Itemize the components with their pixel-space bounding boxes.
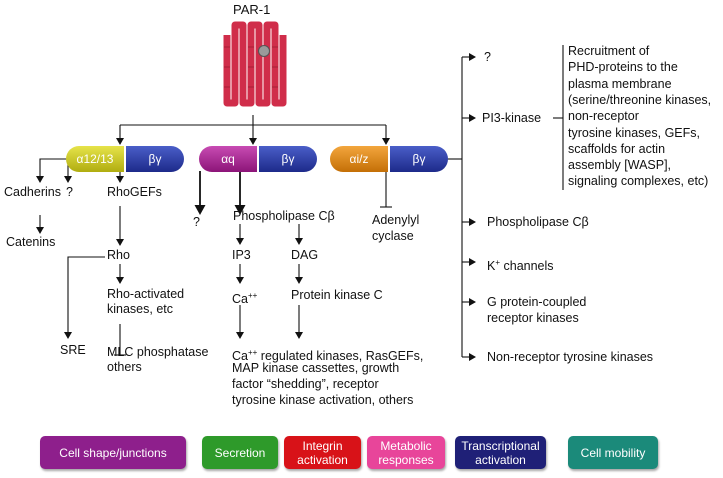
receptor-label: PAR-1 bbox=[233, 2, 271, 17]
sre-label: SRE bbox=[60, 343, 86, 357]
dag-label: DAG bbox=[291, 248, 319, 262]
g-alpha-q-pill: αq bbox=[199, 146, 257, 172]
protein-kinase-c-label: Protein kinase C bbox=[291, 288, 383, 302]
legend-cell-shape-junctions: Cell shape/junctions bbox=[40, 436, 186, 469]
unknown-target-label-3: ? bbox=[484, 50, 491, 64]
downstream-calcium-text: Ca bbox=[232, 349, 248, 364]
phd-description-line: scaffolds for actin bbox=[568, 141, 666, 156]
calcium-superscript: ++ bbox=[247, 291, 258, 300]
phd-description-line: non-receptor bbox=[568, 109, 639, 124]
phd-description-line: tyrosine kinases, GEFs, bbox=[568, 125, 700, 140]
potassium-channels-label: K+ channels bbox=[487, 255, 554, 274]
phd-description-line: assembly [WASP], bbox=[568, 158, 672, 173]
g-beta-gamma-pill-3: βγ bbox=[390, 146, 448, 172]
legend-integrin-activation: Integrin activation bbox=[284, 436, 361, 469]
legend-metabolic-responses: Metabolic responses bbox=[367, 436, 445, 469]
rho-kinases-line-1: Rho-activated bbox=[107, 287, 185, 301]
phd-description-line: signaling complexes, etc) bbox=[568, 174, 709, 189]
downstream-line-3: factor “shedding”, receptor bbox=[232, 377, 379, 391]
downstream-line-4: tyrosine kinase activation, others bbox=[232, 393, 414, 407]
potassium-text: K bbox=[487, 259, 496, 274]
downstream-line-2: MAP kinase cassettes, growth bbox=[232, 361, 400, 375]
ip3-label: IP3 bbox=[232, 248, 251, 262]
unknown-target-label-1: ? bbox=[66, 185, 73, 199]
legend-secretion: Secretion bbox=[202, 436, 278, 469]
phd-description-line: Recruitment of bbox=[568, 44, 650, 58]
gprk-line-2: receptor kinases bbox=[487, 311, 579, 325]
cadherins-label: Cadherins bbox=[4, 185, 61, 199]
legend-cell-mobility: Cell mobility bbox=[568, 436, 658, 469]
par1-receptor-icon bbox=[223, 21, 287, 107]
non-receptor-tyrosine-kinases-label: Non-receptor tyrosine kinases bbox=[487, 350, 654, 364]
adenylyl-cyclase-line-1: Adenylyl bbox=[372, 213, 420, 227]
phd-description-line: (serine/threonine kinases, bbox=[568, 92, 712, 107]
downstream-calcium-superscript: ++ bbox=[247, 348, 258, 357]
phospholipase-c-beta-label: Phospholipase Cβ bbox=[233, 209, 335, 223]
legend-transcriptional-activation: Transcriptional activation bbox=[455, 436, 546, 469]
calcium-text: Ca bbox=[232, 292, 248, 307]
mlc-phosphatase-label: MLC phosphatase bbox=[107, 345, 209, 359]
adenylyl-cyclase-line-2: cyclase bbox=[372, 229, 414, 243]
channels-text: channels bbox=[500, 259, 554, 274]
calcium-label: Ca++ bbox=[232, 288, 257, 307]
g-beta-gamma-pill-2: βγ bbox=[259, 146, 317, 172]
rho-kinases-line-2: kinases, etc bbox=[107, 302, 174, 316]
rho-label: Rho bbox=[107, 248, 130, 262]
pi3-kinase-label: PI3-kinase bbox=[482, 111, 542, 125]
unknown-target-label-2: ? bbox=[193, 215, 200, 229]
g-alpha-i-z-pill: αi/z bbox=[330, 146, 388, 172]
catenins-label: Catenins bbox=[6, 235, 56, 249]
phd-description-line: PHD-proteins to the bbox=[568, 60, 678, 75]
g-beta-gamma-pill-1: βγ bbox=[126, 146, 184, 172]
right-phospholipase-c-beta-label: Phospholipase Cβ bbox=[487, 215, 589, 229]
g-alpha-12-13-pill: α12/13 bbox=[66, 146, 124, 172]
mlc-others-label: others bbox=[107, 360, 142, 374]
rhogefs-label: RhoGEFs bbox=[107, 185, 162, 199]
potassium-superscript: + bbox=[495, 258, 501, 267]
downstream-line-1-text: regulated kinases, RasGEFs, bbox=[257, 349, 424, 364]
phd-description-line: plasma membrane bbox=[568, 76, 672, 91]
gprk-line-1: G protein-coupled bbox=[487, 295, 587, 309]
downstream-line-1: Ca++ regulated kinases, RasGEFs, bbox=[232, 345, 423, 364]
